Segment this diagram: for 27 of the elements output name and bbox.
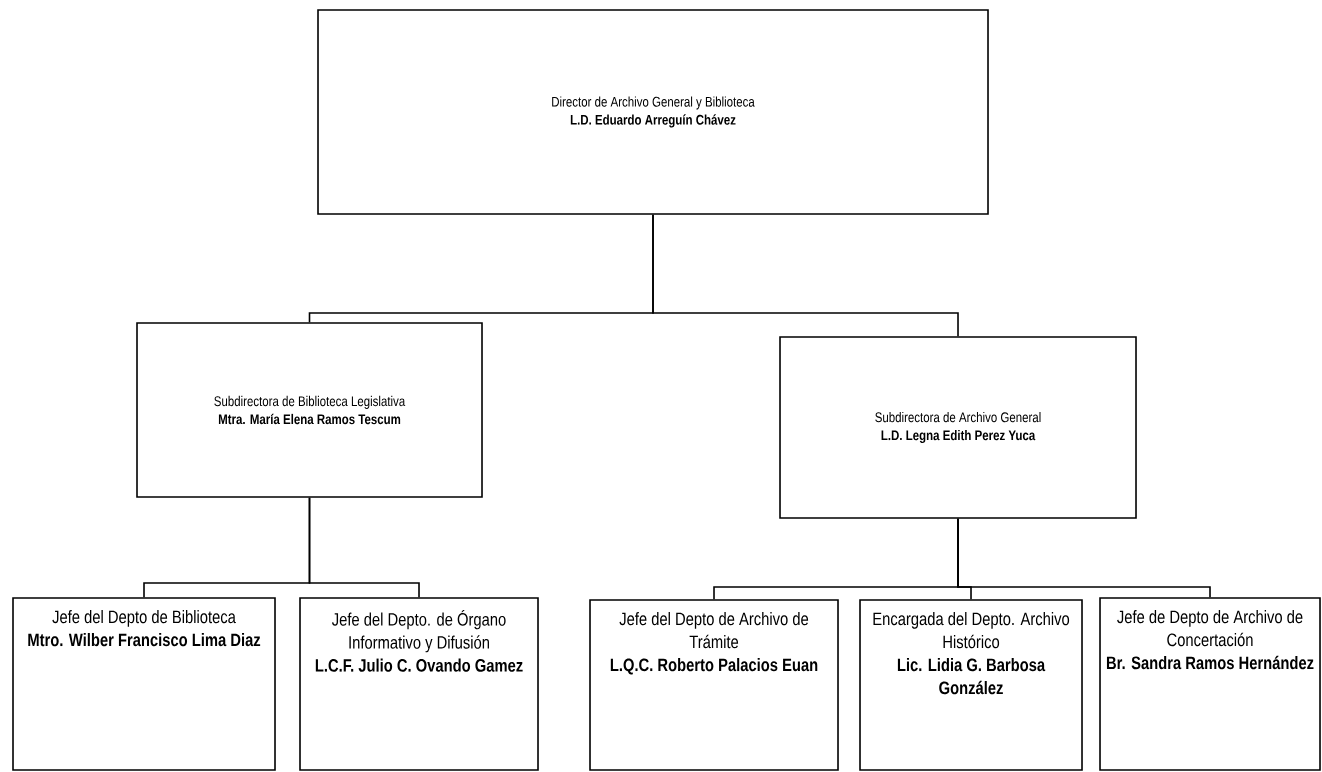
person-name: Mtra. María Elena Ramos Tescum bbox=[218, 413, 401, 425]
connector-line bbox=[652, 214, 959, 337]
job-title: Encargada del Depto. Archivo Histórico bbox=[873, 612, 1070, 649]
position-box bbox=[12, 597, 276, 771]
job-title: Jefe del Depto. de Órgano Informativo y Difusión bbox=[332, 610, 506, 653]
job-title: Jefe de Depto de Archivo de Concertación bbox=[1117, 610, 1303, 647]
position-box bbox=[299, 597, 539, 771]
position-box bbox=[859, 599, 1083, 771]
connector-line bbox=[308, 497, 420, 598]
job-title: Jefe del Depto de Archivo de Trámite bbox=[619, 612, 809, 649]
position-box bbox=[589, 599, 839, 771]
position-box bbox=[779, 336, 1137, 519]
person-name: L.D. Eduardo Arreguín Chávez bbox=[570, 114, 736, 128]
job-title: Director de Archivo General y Biblioteca bbox=[552, 96, 755, 110]
person-name: Lic. Lidia G. Barbosa González bbox=[897, 658, 1046, 695]
position-box bbox=[317, 9, 989, 215]
job-title: Jefe del Depto de Biblioteca bbox=[52, 610, 236, 627]
position-box bbox=[1099, 597, 1321, 771]
person-name: L.C.F. Julio C. Ovando Gamez bbox=[315, 658, 523, 672]
person-name: Mtro. Wilber Francisco Lima Diaz bbox=[28, 633, 261, 647]
person-name: L.D. Legna Edith Perez Yuca bbox=[881, 429, 1036, 444]
job-title: Subdirectora de Archivo General bbox=[875, 411, 1041, 423]
person-name: Br. Sandra Ramos Hernández bbox=[1106, 655, 1314, 670]
job-title: Subdirectora de Biblioteca Legislativa bbox=[214, 395, 406, 409]
connector-line bbox=[957, 518, 1211, 598]
person-name: L.Q.C. Roberto Palacios Euan bbox=[610, 658, 818, 675]
position-box bbox=[136, 322, 483, 498]
